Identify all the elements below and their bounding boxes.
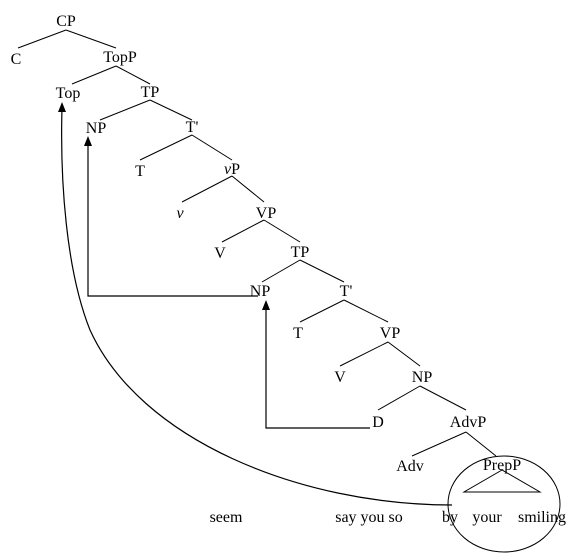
word-smiling: smiling	[518, 509, 566, 526]
edge-np3-advp	[419, 385, 467, 411]
edge-advp-prepp	[465, 431, 497, 457]
node-t-2: T	[293, 325, 303, 342]
node-little-vp: vP	[224, 161, 240, 178]
edge-vp1-v1	[221, 219, 265, 243]
node-adv: Adv	[396, 458, 424, 475]
node-tp-2: TP	[291, 244, 310, 261]
node-v-2: V	[334, 369, 346, 386]
edge-np3-d	[377, 385, 421, 411]
tree-edges	[17, 29, 542, 493]
edge-tbar-vp	[191, 134, 233, 161]
node-topp: TopP	[103, 49, 137, 66]
node-little-v: v	[176, 205, 184, 222]
arrow-top-head	[58, 102, 66, 112]
word-by: by	[442, 509, 458, 526]
edge-vp2-v2	[339, 341, 389, 367]
node-d: D	[372, 414, 384, 431]
node-tbar-1: T'	[186, 119, 199, 136]
node-advp: AdvP	[450, 414, 487, 431]
edge-advp-adv	[411, 431, 467, 457]
node-np-1: NP	[86, 120, 107, 137]
node-vp-2: VP	[380, 325, 401, 342]
node-tbar-2: T'	[340, 283, 353, 300]
arrow-d-to-np2	[265, 306, 370, 429]
prepp-circle	[447, 455, 561, 553]
edge-vp2-np3	[387, 341, 421, 367]
node-tp-1: TP	[141, 84, 160, 101]
node-np-3: NP	[412, 369, 433, 386]
node-c: C	[11, 51, 22, 68]
node-vp-1: VP	[256, 205, 277, 222]
arrow-np2-head	[262, 300, 270, 310]
edge-tp2-tbar2	[299, 259, 345, 283]
edge-cp-topp	[65, 29, 117, 49]
edge-tp2-np2	[261, 259, 301, 283]
node-cp: CP	[56, 13, 76, 30]
edge-tp-np	[99, 99, 151, 121]
edge-tbar2-t2	[299, 299, 345, 323]
edge-tbar-t	[139, 134, 193, 161]
edge-topp-top	[71, 65, 117, 85]
node-np-2: NP	[250, 283, 271, 300]
edge-tbar2-vp2	[343, 299, 389, 323]
edge-vp-vp	[231, 175, 265, 203]
word-your: your	[472, 509, 502, 526]
arrow-np2-to-np1	[87, 142, 258, 297]
edge-cp-c	[17, 29, 67, 49]
terminal-words: seem say you so by your smiling	[210, 509, 566, 526]
movement-arrows	[58, 102, 561, 553]
edge-topp-tp	[115, 65, 151, 85]
edge-tp-tbar	[149, 99, 193, 121]
node-prepp: PrepP	[483, 457, 521, 474]
word-seem: seem	[210, 509, 243, 526]
node-v-1: V	[214, 245, 226, 262]
word-say-you-so: say you so	[335, 509, 403, 526]
node-top: Top	[56, 85, 81, 102]
arrow-prepp-to-top	[61, 107, 453, 506]
node-t-1: T	[135, 163, 145, 180]
edge-vp-v	[181, 175, 233, 203]
edge-vp1-tp2	[263, 219, 301, 243]
arrow-np1-head	[84, 136, 92, 146]
prepp-triangle	[462, 469, 542, 493]
node-labels: CP C TopP Top TP NP T' T vP v VP V TP NP…	[11, 13, 522, 475]
